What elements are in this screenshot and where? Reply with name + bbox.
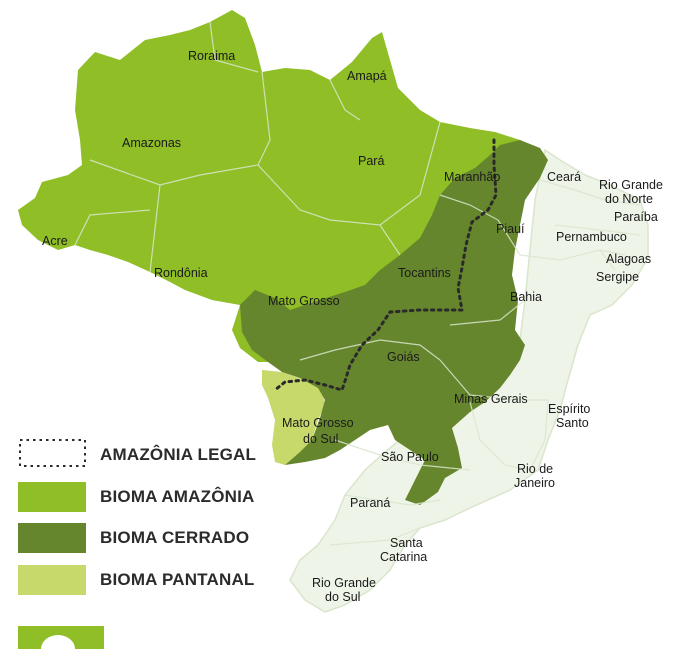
label-rio-de-janeiro-2: Janeiro — [514, 476, 555, 490]
label-tocantins: Tocantins — [398, 266, 451, 280]
label-rio-grande-do-sul-1: Rio Grande — [312, 576, 376, 590]
label-rondonia: Rondônia — [154, 266, 208, 280]
label-ceara: Ceará — [547, 170, 581, 184]
label-bahia: Bahia — [510, 290, 542, 304]
state-borders — [74, 21, 641, 546]
region-bioma-pantanal — [262, 370, 325, 465]
label-pernambuco: Pernambuco — [556, 230, 627, 244]
label-amapa: Amapá — [347, 69, 387, 83]
label-mato-grosso: Mato Grosso — [268, 294, 340, 308]
legend-swatch-bioma-cerrado — [18, 523, 86, 553]
state-labels: Roraima Amapá Amazonas Pará Maranhão Cea… — [42, 49, 663, 604]
label-rio-grande-do-norte-2: do Norte — [605, 192, 653, 206]
label-alagoas: Alagoas — [606, 252, 651, 266]
label-roraima: Roraima — [188, 49, 235, 63]
legend-swatch-amazonia-legal — [19, 439, 86, 467]
label-espirito-santo-1: Espírito — [548, 402, 590, 416]
legend: AMAZÔNIA LEGAL BIOMA AMAZÔNIA BIOMA CERR… — [18, 439, 256, 649]
label-rio-grande-do-norte-1: Rio Grande — [599, 178, 663, 192]
label-espirito-santo-2: Santo — [556, 416, 589, 430]
badge-circle-icon — [41, 635, 75, 649]
legend-swatch-bioma-amazonia — [18, 482, 86, 512]
label-amazonas: Amazonas — [122, 136, 181, 150]
legend-swatch-bioma-pantanal — [18, 565, 86, 595]
label-santa-catarina-2: Catarina — [380, 550, 427, 564]
region-bioma-cerrado — [240, 140, 548, 505]
legend-label-bioma-cerrado: BIOMA CERRADO — [100, 528, 249, 547]
label-santa-catarina-1: Santa — [390, 536, 423, 550]
label-goias: Goiás — [387, 350, 420, 364]
label-rio-grande-do-sul-2: do Sul — [325, 590, 360, 604]
label-rio-de-janeiro-1: Rio de — [517, 462, 553, 476]
label-mato-grosso-do-sul-1: Mato Grosso — [282, 416, 354, 430]
legend-label-bioma-pantanal: BIOMA PANTANAL — [100, 570, 255, 589]
legend-label-amazonia-legal: AMAZÔNIA LEGAL — [100, 445, 256, 464]
label-paraiba: Paraíba — [614, 210, 658, 224]
label-acre: Acre — [42, 234, 68, 248]
label-sao-paulo: São Paulo — [381, 450, 439, 464]
region-bioma-amazonia — [18, 10, 540, 362]
label-minas-gerais: Minas Gerais — [454, 392, 528, 406]
label-maranhao: Maranhão — [444, 170, 500, 184]
label-mato-grosso-do-sul-2: do Sul — [303, 432, 338, 446]
label-parana: Paraná — [350, 496, 390, 510]
legend-label-bioma-amazonia: BIOMA AMAZÔNIA — [100, 487, 255, 506]
amazonia-legal-boundary — [273, 138, 498, 392]
label-piaui: Piauí — [496, 222, 525, 236]
label-para: Pará — [358, 154, 384, 168]
label-sergipe: Sergipe — [596, 270, 639, 284]
